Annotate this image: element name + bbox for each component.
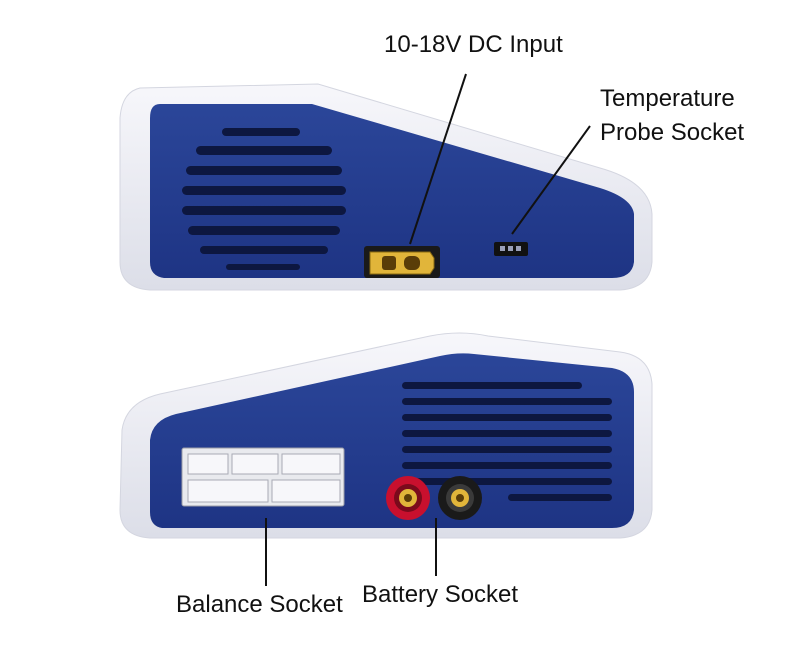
balance-socket-label: Balance Socket bbox=[176, 591, 343, 618]
temp-probe-pointer bbox=[511, 125, 591, 235]
temp-probe-socket bbox=[494, 242, 528, 256]
battery-terminals bbox=[386, 476, 482, 520]
balance-socket-block bbox=[181, 447, 345, 507]
fan-grille bbox=[182, 128, 346, 270]
dc-input-connector bbox=[364, 246, 440, 278]
dc-input-pointer bbox=[409, 73, 467, 245]
dc-input-label: 10-18V DC Input bbox=[384, 31, 563, 58]
temperature-label-line2: Probe Socket bbox=[600, 119, 745, 146]
charger-top-view bbox=[119, 73, 653, 291]
battery-socket-label: Battery Socket bbox=[362, 581, 519, 608]
charger-bottom-view bbox=[119, 332, 653, 586]
temperature-label-line1: Temperature bbox=[600, 85, 735, 112]
